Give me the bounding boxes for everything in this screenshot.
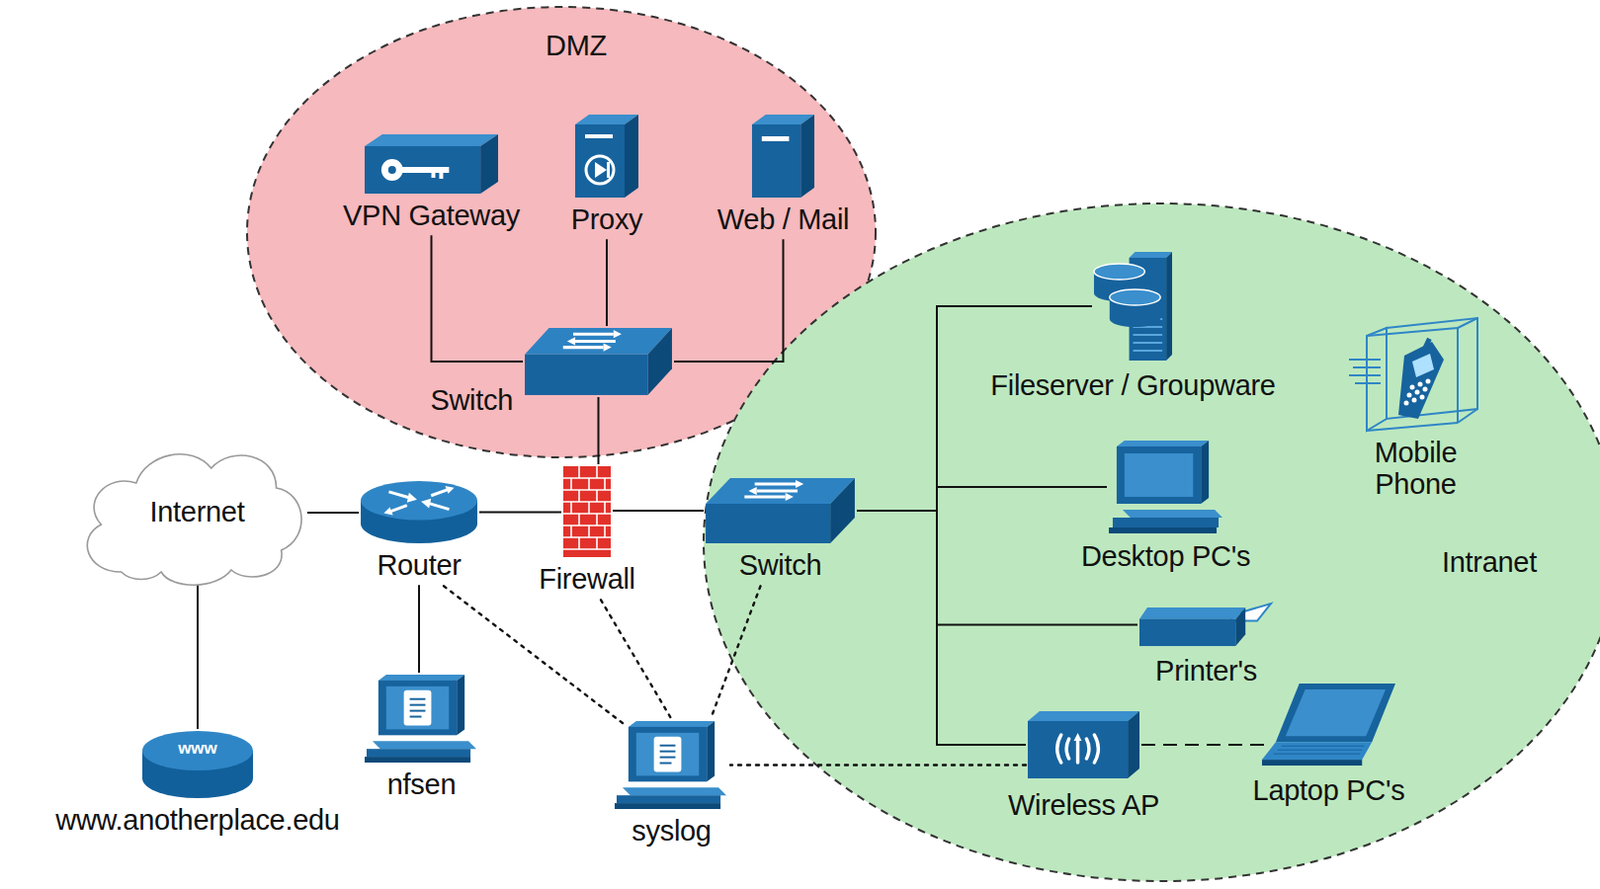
node-label: Switch <box>429 385 513 418</box>
node-label: Fileserver / Groupware <box>990 370 1275 403</box>
node-icon <box>358 479 480 546</box>
syslog-host: syslog <box>612 719 731 848</box>
node-label: Desktop PC's <box>1081 541 1251 574</box>
node-label: Printer's <box>1155 656 1258 688</box>
vpn-gateway: VPN Gateway <box>342 132 520 233</box>
zone-label: DMZ <box>545 30 607 63</box>
node-icon <box>1137 601 1275 649</box>
fileserver: Fileserver / Groupware <box>1092 250 1175 363</box>
laptop-pc: Laptop PC's <box>1260 681 1398 768</box>
node-icon <box>1347 316 1485 434</box>
zone-label: Intranet <box>1441 547 1537 580</box>
dmz-switch: Switch <box>522 326 674 398</box>
node-icon <box>1260 681 1398 768</box>
router: Router <box>358 479 480 583</box>
icon-text: www <box>140 739 255 759</box>
node-icon <box>362 132 501 196</box>
node-icon <box>1025 709 1142 781</box>
network-link <box>597 397 600 465</box>
network-link <box>605 239 608 327</box>
network-link <box>307 511 359 514</box>
network-link <box>600 599 673 720</box>
web-mail-server: Web / Mail <box>717 112 849 237</box>
network-link <box>196 584 199 730</box>
node-label: Mobile Phone <box>1351 437 1481 502</box>
node-icon <box>750 112 817 200</box>
network-link <box>443 586 623 724</box>
node-label: Firewall <box>538 563 636 596</box>
network-link <box>479 511 562 514</box>
proxy-server: Proxy <box>571 112 644 237</box>
network-link <box>612 509 704 512</box>
intranet-zone: IntranetSwitchFileserver / GroupwareMobi… <box>701 201 1600 884</box>
icon-frame: www <box>140 729 255 801</box>
nfsen-host: nfsen <box>362 673 481 802</box>
node-label: www.anotherplace.edu <box>55 804 339 838</box>
cloud-label: Internet <box>150 497 246 529</box>
intranet-switch: Switch <box>703 476 857 583</box>
node-label: nfsen <box>387 768 456 802</box>
printer: Printer's <box>1137 601 1275 649</box>
node-icon <box>612 719 731 812</box>
node-label: Proxy <box>571 203 644 237</box>
node-label: Laptop PC's <box>1253 775 1406 808</box>
firewall: Firewall <box>538 464 636 596</box>
node-icon <box>1106 438 1225 536</box>
wireless-ap: Wireless AP <box>1025 709 1142 781</box>
network-link <box>418 585 421 674</box>
node-icon <box>1092 250 1175 363</box>
node-label: Web / Mail <box>717 203 849 237</box>
mobile-phone: Mobile Phone <box>1347 316 1485 434</box>
internet-cloud: Internet <box>71 433 312 592</box>
node-label: syslog <box>631 815 711 848</box>
node-label: Switch <box>739 549 823 583</box>
node-icon <box>703 476 857 546</box>
node-icon <box>362 673 481 765</box>
node-icon <box>573 112 641 200</box>
node-label: Wireless AP <box>1008 790 1160 823</box>
node-label: VPN Gateway <box>342 199 520 233</box>
node-label: Router <box>376 549 461 583</box>
node-icon <box>522 326 674 398</box>
desktop-pc: Desktop PC's <box>1106 438 1225 536</box>
node-icon <box>561 464 613 560</box>
www-server: www www.anotherplace.edu <box>55 729 339 838</box>
